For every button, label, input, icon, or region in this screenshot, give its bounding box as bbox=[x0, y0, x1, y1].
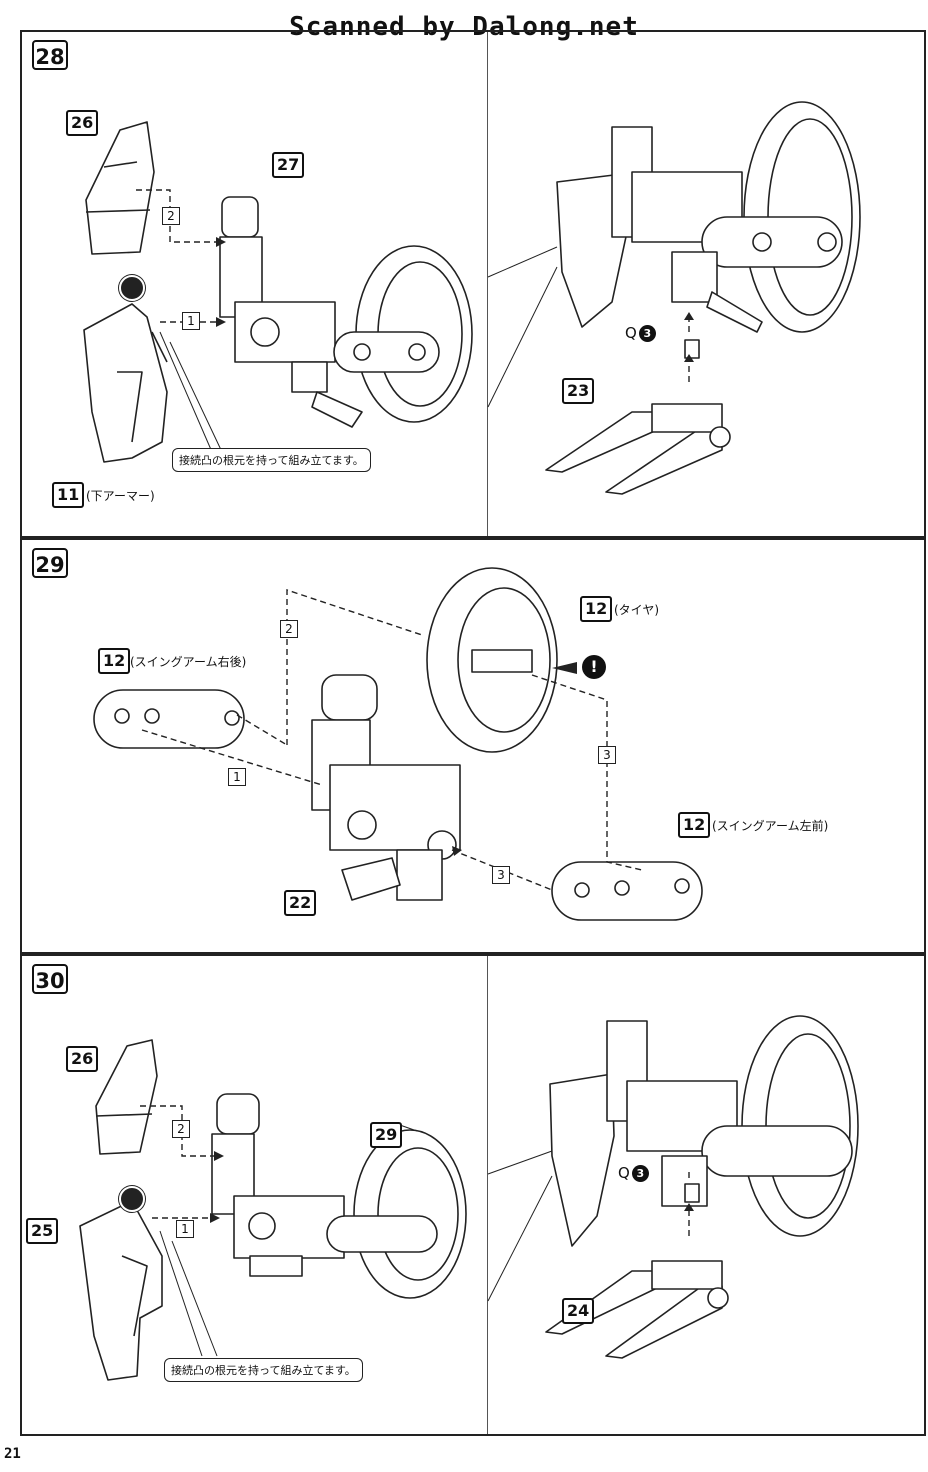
step-number: 28 bbox=[32, 40, 68, 70]
runner-letter: Q bbox=[625, 324, 637, 342]
assembly-note: 接続凸の根元を持って組み立てます。 bbox=[164, 1358, 363, 1382]
step-number: 30 bbox=[32, 964, 68, 994]
step-29-panel: 29 bbox=[20, 538, 926, 954]
part-number-12-tire: 12 bbox=[580, 596, 613, 622]
part-number-22: 22 bbox=[284, 890, 317, 916]
hand-hold-icon bbox=[119, 1186, 145, 1212]
step-number: 29 bbox=[32, 548, 68, 578]
part-12-right-rear-note: (スイングアーム右後) bbox=[130, 655, 247, 669]
step-30-illustration bbox=[79, 1015, 859, 1381]
sequence-3-arm: 3 bbox=[492, 866, 510, 884]
part-number-12-right-rear: 12 bbox=[98, 648, 131, 674]
step-30-panel: 30 bbox=[20, 954, 926, 1436]
part-number-27: 27 bbox=[272, 152, 305, 178]
step-28-panel: 28 bbox=[20, 30, 926, 538]
step-29-illustration bbox=[93, 567, 703, 921]
step-28-illustration bbox=[83, 101, 861, 495]
part-number-26: 26 bbox=[66, 1046, 99, 1072]
part-12-tire-note: (タイヤ) bbox=[614, 603, 660, 617]
part-number-26: 26 bbox=[66, 110, 99, 136]
part-12-left-front-note: (スイングアーム左前) bbox=[712, 819, 829, 833]
part-number-23: 23 bbox=[562, 378, 595, 404]
sequence-2: 2 bbox=[172, 1120, 190, 1138]
sequence-2: 2 bbox=[280, 620, 298, 638]
panel-divider bbox=[487, 32, 488, 536]
sequence-3-tire: 3 bbox=[598, 746, 616, 764]
part-number-24: 24 bbox=[562, 1298, 595, 1324]
assembly-note: 接続凸の根元を持って組み立てます。 bbox=[172, 448, 371, 472]
warning-icon: ! bbox=[582, 655, 606, 679]
hand-hold-icon bbox=[119, 275, 145, 301]
sequence-1: 1 bbox=[182, 312, 200, 330]
part-number-29: 29 bbox=[370, 1122, 403, 1148]
sequence-1: 1 bbox=[228, 768, 246, 786]
runner-letter: Q bbox=[618, 1164, 630, 1182]
sequence-2: 2 bbox=[162, 207, 180, 225]
runner-number: 3 bbox=[638, 325, 656, 342]
runner-number: 3 bbox=[631, 1165, 649, 1182]
part-11-note: (下アーマー) bbox=[86, 489, 155, 503]
part-number-11: 11 bbox=[52, 482, 85, 508]
part-number-12-left-front: 12 bbox=[678, 812, 711, 838]
page-number: 21 bbox=[4, 1446, 21, 1462]
sequence-1: 1 bbox=[176, 1220, 194, 1238]
panel-divider bbox=[487, 956, 488, 1434]
part-number-25: 25 bbox=[26, 1218, 59, 1244]
watermark: Scanned by Dalong.net bbox=[289, 12, 639, 42]
